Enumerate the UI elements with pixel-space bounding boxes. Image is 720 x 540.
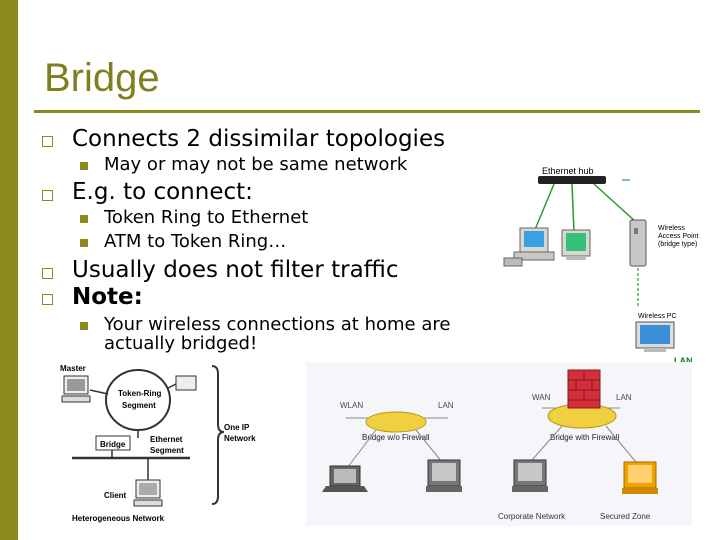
firewall-icon <box>567 369 601 409</box>
heterogeneous-network-diagram: Master Token-Ring Segment Bridge Etherne… <box>56 360 294 526</box>
bridge-label: Bridge <box>100 440 126 449</box>
bullet-square-icon <box>42 294 53 305</box>
sub-bullet-atm-token: ATM to Token Ring… <box>104 231 287 252</box>
link-line <box>343 429 377 473</box>
bullet-square-icon <box>42 190 53 201</box>
bridge-fw-label: Bridge with Firewall <box>550 433 620 442</box>
hub-label: Ethernet hub <box>542 166 594 176</box>
laptop-icon <box>322 465 368 492</box>
lan-label-left: LAN <box>438 401 454 410</box>
wan-label: WAN <box>532 393 551 402</box>
ethernet-hub-icon <box>538 176 606 184</box>
ap-label-2: Access Point <box>658 233 699 240</box>
sub-bullet-token-ethernet: Token Ring to Ethernet <box>104 207 309 228</box>
wireless-pc-icon <box>635 321 675 352</box>
token-ring-label-2: Segment <box>122 401 156 410</box>
client-label: Client <box>104 491 127 500</box>
heterogeneous-caption: Heterogeneous Network <box>72 514 165 523</box>
link-line <box>531 425 563 461</box>
slide-title: Bridge <box>44 56 160 100</box>
bridge-box <box>95 435 131 451</box>
link-line <box>415 429 443 463</box>
master-label: Master <box>60 364 86 373</box>
left-accent-bar <box>0 0 18 540</box>
diagram-panel <box>306 362 692 526</box>
bullet-square-icon <box>42 136 53 147</box>
sub-bullet-icon <box>80 215 88 223</box>
one-ip-label-1: One IP <box>224 423 250 432</box>
desktop-pc-icon <box>561 229 591 260</box>
access-point-icon <box>629 219 647 267</box>
bullet-note: Note: <box>72 284 143 310</box>
sub-bullet-same-network: May or may not be same network <box>104 154 408 175</box>
desktop-computer-icon <box>512 459 548 492</box>
sub-bullet-icon <box>80 322 88 330</box>
wireless-pc-label: Wireless PC <box>638 313 677 320</box>
desktop-pc-icon <box>503 227 555 267</box>
bullet-no-filter: Usually does not filter traffic <box>72 257 399 283</box>
ap-label-1: Wireless <box>658 225 685 232</box>
bridge-device-icon <box>365 411 427 433</box>
title-underline <box>34 110 700 113</box>
corporate-network-label: Corporate Network <box>498 512 566 521</box>
secured-zone-label: Secured Zone <box>600 512 651 521</box>
sub-bullet-icon <box>80 239 88 247</box>
ethernet-label-2: Segment <box>150 446 184 455</box>
bullet-connects: Connects 2 dissimilar topologies <box>72 126 446 152</box>
lan-label: LAN <box>674 356 693 366</box>
sub-bullet-wireless-line1: Your wireless connections at home are <box>104 314 451 335</box>
one-ip-label-2: Network <box>224 434 256 443</box>
lan-label-right: LAN <box>616 393 632 402</box>
sub-bullet-wireless-line2: actually bridged! <box>104 333 258 354</box>
wlan-label: WLAN <box>340 401 363 410</box>
cable-line <box>571 183 575 233</box>
client-computer-icon <box>133 479 163 507</box>
sub-bullet-icon <box>80 162 88 170</box>
secured-computer-icon <box>622 461 658 494</box>
bridge-no-fw-label: Bridge w/o Firewall <box>362 433 430 442</box>
link-line <box>89 389 109 395</box>
wireless-bridge-diagram: Ethernet hub Wireless Access Point (brid… <box>503 166 699 366</box>
ap-label-3: (bridge type) <box>658 241 697 248</box>
desktop-computer-icon <box>426 459 462 492</box>
master-computer-icon <box>61 375 91 403</box>
bullet-square-icon <box>42 268 53 279</box>
token-ring-label-1: Token-Ring <box>118 389 162 398</box>
bracket-icon <box>211 365 225 505</box>
ring-node-icon <box>175 375 197 391</box>
ethernet-label-1: Ethernet <box>150 435 183 444</box>
link-line <box>167 383 177 389</box>
link-line <box>605 425 637 463</box>
bullet-eg: E.g. to connect: <box>72 179 253 205</box>
cable-line <box>533 183 555 233</box>
cable-line <box>593 183 637 223</box>
firewall-bridge-diagram: WLAN LAN Bridge w/o Firewall WAN LAN Bri… <box>306 362 692 526</box>
